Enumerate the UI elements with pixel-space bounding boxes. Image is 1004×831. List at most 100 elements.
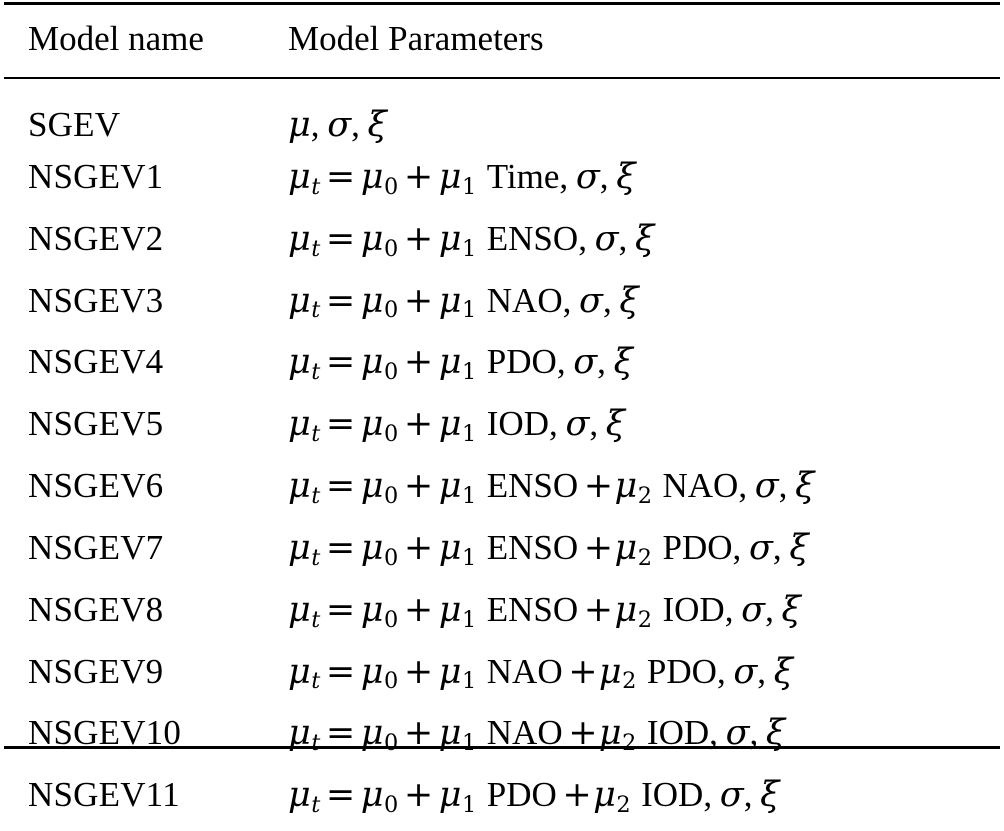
symbol-mu: μ [598,713,622,754]
symbol-mu: μ [438,713,462,754]
symbol-sigma: σ [754,466,779,507]
covariate-enso: ENSO [486,527,579,567]
comma: , [757,651,767,691]
comma: , [709,713,718,753]
covariate-time: Time [486,157,560,196]
operator-equals: = [325,775,356,816]
symbol-sigma: σ [579,280,603,321]
operator-equals: = [325,713,356,754]
covariate-nao: NAO [486,280,563,320]
cell-model-name: NSGEV10 [28,713,182,753]
subscript-t: t [311,482,321,509]
symbol-mu: μ [438,280,462,321]
symbol-xi: ξ [789,527,809,568]
subscript-2: 2 [637,482,652,509]
subscript-0: 0 [384,606,399,633]
symbol-mu: μ [360,342,384,383]
operator-plus: + [583,466,614,507]
cell-model-name: NSGEV7 [28,527,164,567]
comma: , [749,713,759,753]
symbol-mu: μ [614,466,638,507]
subscript-0: 0 [384,668,399,695]
subscript-0: 0 [384,421,399,448]
subscript-1: 1 [462,791,477,818]
comma: , [562,280,572,320]
operator-equals: = [325,589,356,630]
symbol-mu: μ [288,157,311,197]
covariate-enso: ENSO [486,589,579,629]
cell-model-name: NSGEV3 [28,280,164,320]
comma: , [618,218,628,258]
operator-plus: + [583,589,614,630]
symbol-xi: ξ [765,713,786,754]
subscript-1: 1 [462,544,477,571]
symbol-mu: μ [288,775,311,816]
operator-equals: = [325,342,356,383]
operator-plus: + [562,775,592,816]
cell-model-name: NSGEV2 [28,218,164,258]
symbol-mu: μ [614,527,638,568]
operator-equals: = [325,527,356,568]
header-row: Model name Model Parameters [0,0,1004,77]
comma: , [599,157,609,196]
comma: , [724,589,734,629]
subscript-2: 2 [616,791,631,818]
symbol-mu: μ [360,157,384,197]
covariate-pdo: PDO [646,651,717,691]
operator-equals: = [325,157,356,197]
covariate-iod: IOD [662,589,725,629]
symbol-xi: ξ [634,218,655,259]
operator-plus: + [403,466,434,507]
symbol-mu: μ [438,404,462,445]
symbol-mu: μ [438,589,462,630]
symbol-sigma: σ [748,527,773,568]
symbol-xi: ξ [781,589,801,630]
comma: , [772,527,782,567]
operator-equals: = [325,651,356,692]
operator-plus: + [403,157,434,197]
symbol-mu: μ [360,527,384,568]
symbol-mu: μ [360,775,384,816]
subscript-0: 0 [384,359,399,386]
formula: μ,σ,ξ [288,105,387,145]
header-body-spacer [0,77,1004,99]
subscript-t: t [311,173,321,200]
symbol-mu: μ [438,466,462,507]
symbol-sigma: σ [719,775,744,816]
subscript-t: t [311,791,321,818]
symbol-xi: ξ [616,157,636,197]
subscript-t: t [311,421,321,448]
symbol-sigma: σ [594,218,619,259]
covariate-pdo: PDO [662,527,733,567]
table-rule-header [4,77,1000,79]
subscript-0: 0 [384,297,399,324]
symbol-sigma: σ [741,589,766,630]
subscript-t: t [311,359,321,386]
symbol-mu: μ [360,404,384,445]
subscript-t: t [311,544,321,571]
cell-model-name: NSGEV11 [28,775,180,815]
comma: , [716,651,726,691]
subscript-2: 2 [622,730,637,757]
operator-plus: + [403,342,434,383]
covariate-iod: IOD [641,775,704,815]
comma: , [597,342,606,382]
operator-plus: + [403,713,434,754]
symbol-mu: μ [288,342,311,383]
table-rule-bottom [4,746,1000,749]
cell-model-parameters: μ,σ,ξ [280,99,1004,151]
covariate-iod: IOD [486,404,549,444]
symbol-mu: μ [614,589,638,630]
cell-model-name: NSGEV5 [28,404,164,444]
